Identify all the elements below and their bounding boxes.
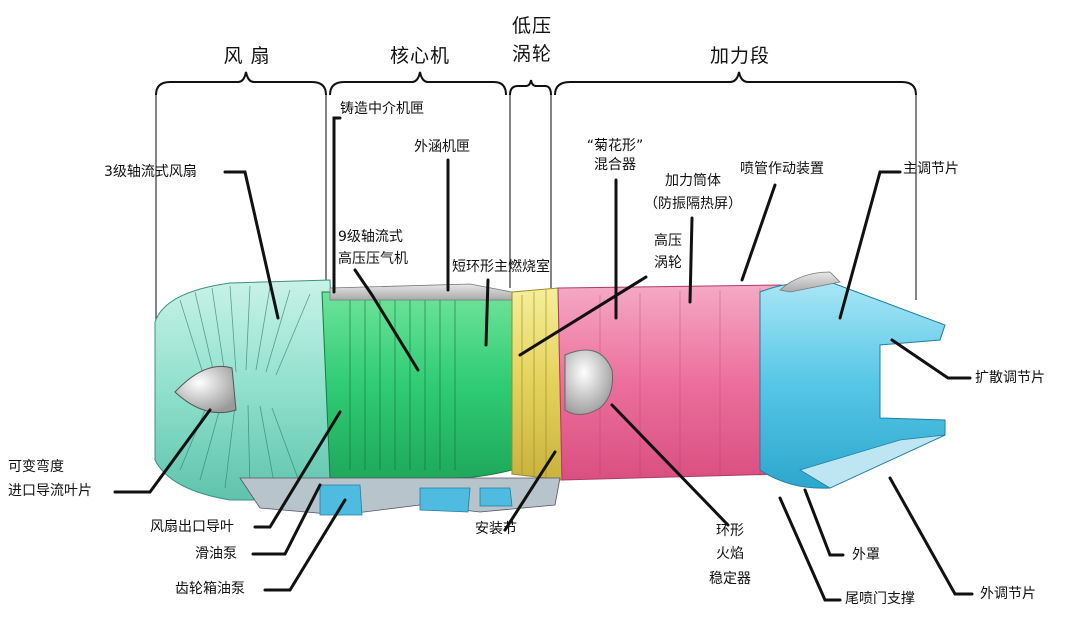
- section-title-lpt-line2: 涡轮: [511, 43, 552, 65]
- label-hpc-line1: 9级轴流式: [338, 229, 403, 245]
- nose-cone: [174, 365, 237, 414]
- label-oil-pump: 滑油泵: [195, 546, 237, 562]
- label-cast-intermediate-frame: 铸造中介机匣: [340, 101, 424, 117]
- bypass-casing: [329, 283, 513, 301]
- core-section: [321, 291, 513, 479]
- label-flameholder-line3: 稳定器: [709, 571, 751, 587]
- label-nozzle-actuator: 喷管作动装置: [740, 161, 824, 177]
- label-afterburner-liner-line1: 加力筒体: [665, 173, 721, 189]
- label-daisy-mixer-line2: 混合器: [594, 157, 636, 173]
- label-gearbox-oil-pump: 齿轮箱油泵: [175, 581, 245, 597]
- section-title-afterburner: 加力段: [709, 45, 770, 67]
- label-shroud: 外罩: [852, 547, 880, 563]
- label-hpc-line2: 高压压气机: [338, 251, 408, 267]
- section-title-core: 核心机: [389, 45, 450, 67]
- label-vigv-line1: 可变弯度: [8, 459, 64, 475]
- label-primary-flap: 主调节片: [903, 161, 959, 177]
- nozzle-outer-flap: [799, 434, 946, 489]
- label-bypass-case: 外涵机匣: [414, 139, 470, 155]
- label-flameholder-line1: 环形: [716, 523, 744, 539]
- label-hpt-line2: 涡轮: [654, 255, 682, 271]
- leader-lines: [113, 116, 974, 602]
- label-combustor: 短环形主燃烧室: [452, 259, 550, 275]
- label-3-stage-fan: 3级轴流式风扇: [104, 164, 197, 180]
- section-title-fan: 风 扇: [223, 45, 271, 67]
- label-diverging-flap: 扩散调节片: [975, 370, 1045, 386]
- label-afterburner-liner-line2: （防振隔热屏）: [644, 196, 742, 212]
- label-vigv-line2: 进口导流叶片: [8, 483, 92, 499]
- label-daisy-mixer-line1: “菊花形”: [586, 138, 644, 154]
- tail-cone: [564, 349, 613, 415]
- label-nozzle-support: 尾喷门支撑: [845, 591, 915, 607]
- section-title-lpt-line1: 低压: [511, 15, 552, 37]
- oil-pump-block: [319, 484, 363, 516]
- section-brackets: [155, 71, 917, 96]
- label-fan-exit-guide-vane: 风扇出口导叶: [150, 519, 234, 535]
- label-mount: 安装节: [475, 521, 517, 537]
- label-flameholder-line2: 火焰: [716, 546, 744, 562]
- label-outer-flap: 外调节片: [980, 586, 1036, 602]
- label-hpt-line1: 高压: [654, 233, 682, 249]
- fan-blade-lines: [179, 285, 311, 491]
